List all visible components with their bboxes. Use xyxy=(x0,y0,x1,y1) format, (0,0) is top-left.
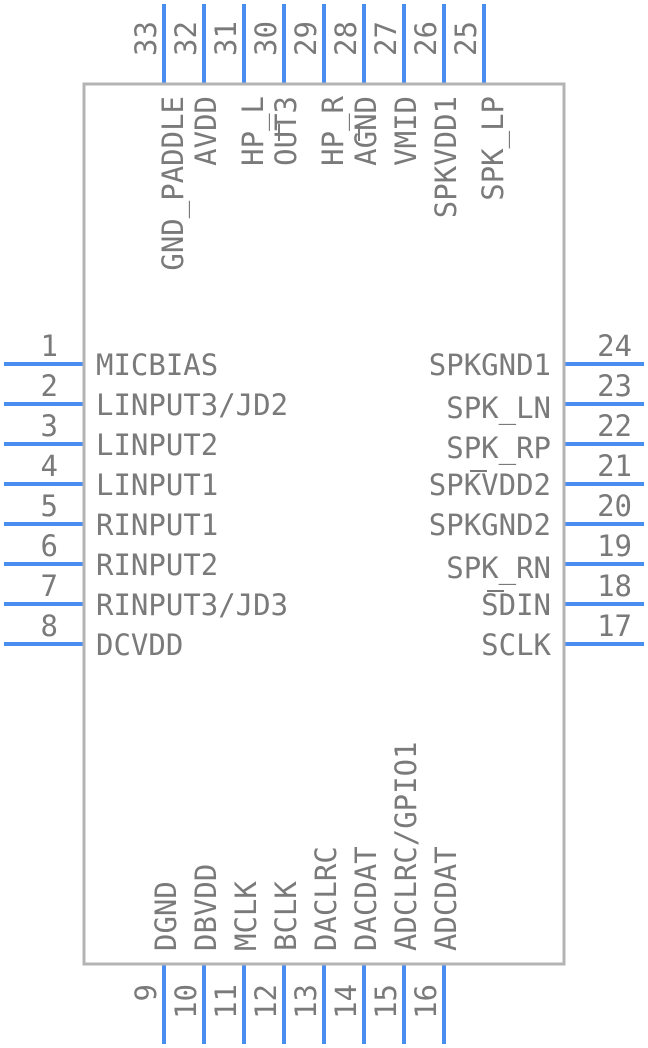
pin-name: HP_R xyxy=(316,95,351,165)
pin-name: RINPUT2 xyxy=(96,548,218,582)
pin-number: 17 xyxy=(597,609,632,643)
pin-name: LINPUT2 xyxy=(96,428,218,462)
pin-number: 32 xyxy=(169,21,203,56)
pin-number: 4 xyxy=(41,449,58,483)
pin-number: 1 xyxy=(41,329,58,363)
pin-name: RINPUT3/JD3 xyxy=(96,588,288,622)
pin-number: 30 xyxy=(249,21,283,56)
pin-number: 31 xyxy=(209,21,243,56)
pin-name: AVDD xyxy=(189,96,223,166)
pin-number: 25 xyxy=(449,21,483,56)
pin-name: AGND xyxy=(349,96,383,166)
pin-number: 9 xyxy=(129,984,163,1001)
pin-name: HP_L xyxy=(236,96,271,166)
pin-name: SDIN xyxy=(481,588,551,622)
pin-name: SCLK xyxy=(481,628,551,662)
pin-name: ADCLRC/GPIO1 xyxy=(389,741,423,951)
pin-name: SPK_LP xyxy=(476,96,511,201)
pin-name: OUT3 xyxy=(269,96,303,166)
pin-name: SPKVDD1 xyxy=(429,96,463,218)
pin-number: 15 xyxy=(369,984,403,1019)
pin-name: SPKGND2 xyxy=(429,508,551,542)
pin-name: LINPUT1 xyxy=(96,468,218,502)
right-pins: 24 23 22 21 20 19 18 17 SPKGND1 SPK_LN S… xyxy=(429,329,632,662)
pin-number: 24 xyxy=(597,329,632,363)
top-pin-names: GND_PADDLE AVDD HP_L OUT3 HP_R AGND VMID… xyxy=(156,95,511,270)
pin-lines xyxy=(4,4,644,1044)
pin-number: 19 xyxy=(597,529,632,563)
pin-number: 21 xyxy=(597,449,632,483)
pin-number: 29 xyxy=(289,21,323,56)
pin-number: 16 xyxy=(409,984,443,1019)
left-pins: 1 2 3 4 5 6 7 8 MICBIAS LINPUT3/JD2 LINP… xyxy=(41,329,289,662)
pin-number: 6 xyxy=(41,529,58,563)
pin-name: BCLK xyxy=(269,881,303,951)
pin-number: 7 xyxy=(41,569,58,603)
pin-name: SPK_RN xyxy=(446,551,551,586)
pin-name: SPK_RP xyxy=(446,431,551,466)
pin-number: 12 xyxy=(249,984,283,1019)
pin-number: 27 xyxy=(369,21,403,56)
pin-name: MICBIAS xyxy=(96,348,218,382)
pin-name: ADCDAT xyxy=(429,846,463,951)
pin-number: 3 xyxy=(41,409,58,443)
pin-number: 18 xyxy=(597,569,632,603)
pin-number: 13 xyxy=(289,984,323,1019)
pin-name: GND_PADDLE xyxy=(156,96,191,271)
top-pin-numbers: 33 32 31 30 29 28 27 26 25 xyxy=(129,21,483,56)
pin-name: DACLRC xyxy=(309,846,343,951)
pin-name: SPKGND1 xyxy=(429,348,551,382)
bottom-pin-names: DGND DBVDD MCLK BCLK DACLRC DACDAT ADCLR… xyxy=(149,741,463,951)
pin-name: RINPUT1 xyxy=(96,508,218,542)
pin-number: 23 xyxy=(597,369,632,403)
pin-name: MCLK xyxy=(229,881,263,951)
pin-number: 11 xyxy=(209,984,243,1019)
pin-name: DGND xyxy=(149,881,183,951)
pin-name: DCVDD xyxy=(96,628,183,662)
pin-number: 14 xyxy=(329,984,363,1019)
pin-number: 22 xyxy=(597,409,632,443)
pin-name: DBVDD xyxy=(189,864,223,951)
pin-number: 10 xyxy=(169,984,203,1019)
pin-number: 5 xyxy=(41,489,58,523)
pin-number: 20 xyxy=(597,489,632,523)
pin-name: SPKVDD2 xyxy=(429,468,551,502)
pin-number: 2 xyxy=(41,369,58,403)
bottom-pin-numbers: 9 10 11 12 13 14 15 16 xyxy=(129,984,443,1019)
pin-name: SPK_LN xyxy=(446,391,551,426)
pin-number: 33 xyxy=(129,21,163,56)
pin-name: LINPUT3/JD2 xyxy=(96,388,288,422)
pin-number: 8 xyxy=(41,609,58,643)
pin-name: VMID xyxy=(389,96,423,166)
pin-number: 28 xyxy=(329,21,363,56)
pin-name: DACDAT xyxy=(349,846,383,951)
ic-body xyxy=(82,82,566,966)
pin-number: 26 xyxy=(409,21,443,56)
